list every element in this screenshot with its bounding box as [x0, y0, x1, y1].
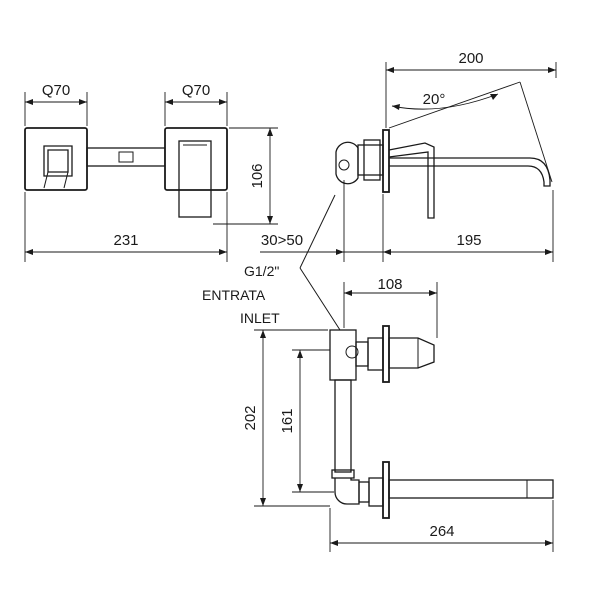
- spout-front: [178, 140, 212, 218]
- dim-overall-depth: 264: [429, 523, 454, 540]
- dim-inlet-offset: 108: [377, 276, 402, 293]
- front-view: Q70 Q70 106 231: [24, 82, 278, 262]
- side-inlet-knob: [335, 141, 359, 185]
- dim-wall-depth: 30>50: [261, 232, 303, 249]
- bottom-upper-plate: [382, 325, 390, 383]
- inlet-note: G1/2" ENTRATA INLET: [202, 194, 341, 331]
- dim-plate-height: 106: [249, 163, 266, 188]
- bottom-lower-plate: [382, 461, 390, 519]
- left-plate: [24, 127, 88, 191]
- dim-inlet-total-height: 202: [242, 405, 259, 430]
- side-spout: [389, 157, 551, 187]
- bottom-elbow: [334, 478, 360, 505]
- bottom-spout: [388, 479, 554, 499]
- left-handle: [43, 145, 73, 177]
- side-wall-plate: [382, 129, 390, 193]
- bottom-vertical-pipe: [334, 379, 352, 473]
- bottom-mixer-body: [329, 329, 357, 381]
- dim-swivel-angle: 20°: [423, 91, 446, 108]
- dim-overall-width: 231: [113, 232, 138, 249]
- dim-inlet-height: 161: [279, 408, 296, 433]
- dim-left-plate: Q70: [42, 82, 70, 99]
- side-lever: [388, 142, 435, 219]
- dim-spout-projection: 195: [456, 232, 481, 249]
- note-thread: G1/2": [244, 263, 279, 279]
- bottom-view: 108 202 161 264: [242, 276, 554, 552]
- note-inlet-en: INLET: [240, 310, 280, 326]
- bottom-handle: [388, 337, 435, 369]
- dim-spout-reach: 200: [458, 50, 483, 67]
- side-view: 200 20° 30>50 195: [260, 50, 557, 262]
- note-inlet-it: ENTRATA: [202, 287, 266, 303]
- connector-bar: [86, 147, 166, 167]
- right-plate: [164, 127, 228, 191]
- dim-right-plate: Q70: [182, 82, 210, 99]
